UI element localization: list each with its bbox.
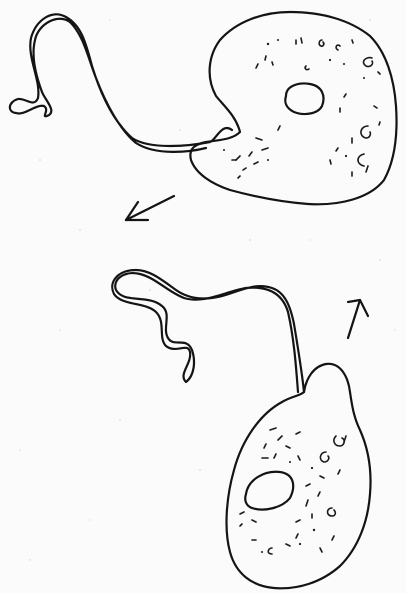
bottom-cell-body-outline [227,364,371,588]
arrow-up-icon [348,300,368,338]
top-cell [10,12,397,204]
paper-texture [19,19,395,560]
top-cell-nucleus [285,84,323,115]
top-cell-body-outline [190,12,396,204]
bottom-cell-nucleus [245,472,293,510]
top-cell-granules [223,38,380,178]
top-cell-tail-outline [10,14,232,152]
bottom-cell-tail-outline [112,270,304,392]
bottom-cell [112,270,370,588]
arrow-down-left-icon [126,196,174,220]
